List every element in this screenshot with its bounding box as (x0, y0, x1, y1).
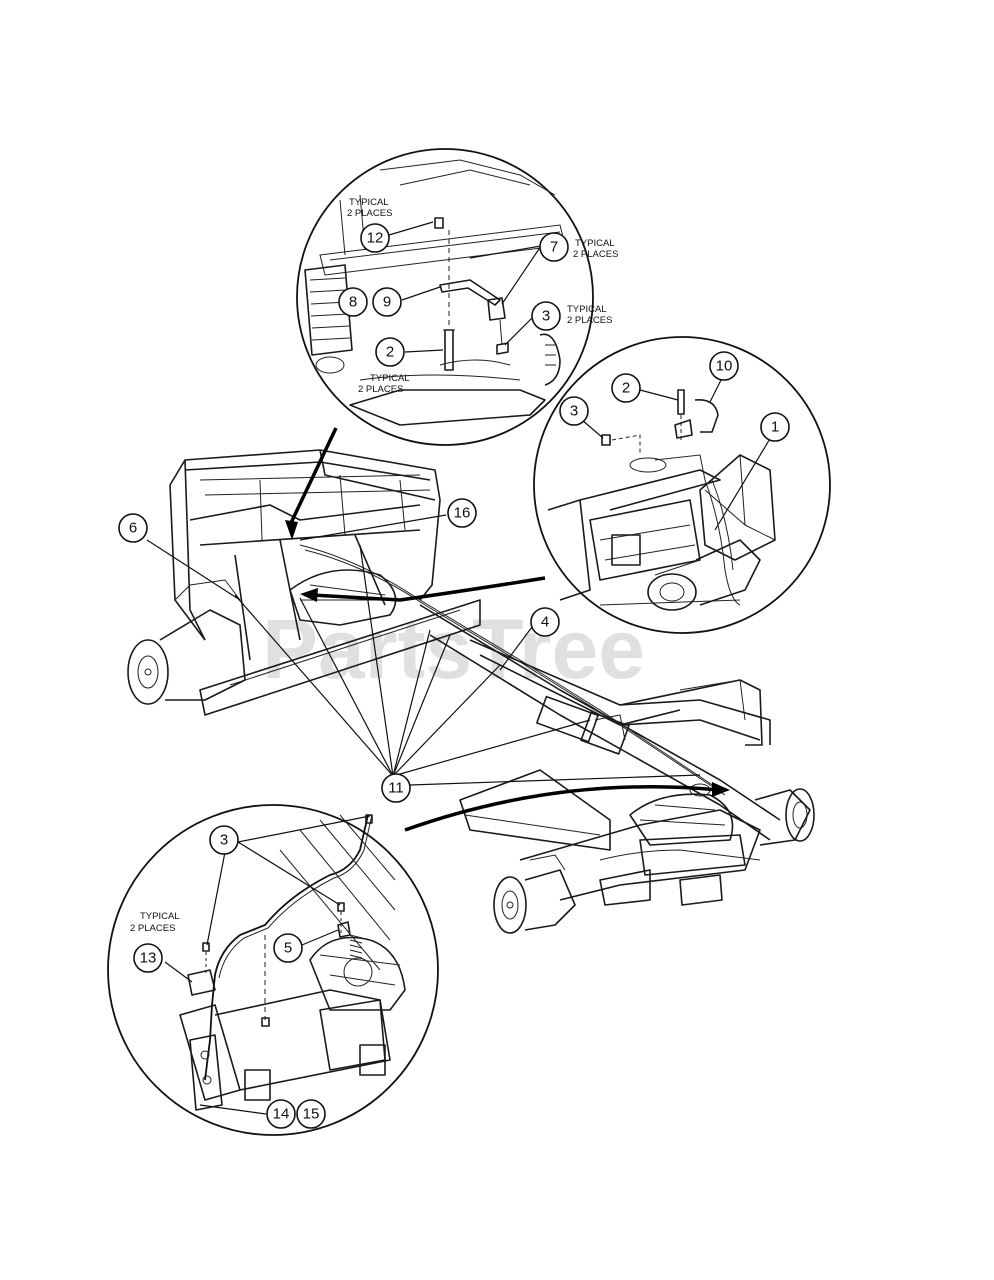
callout-3-bottom: 3 (209, 825, 239, 855)
callout-6: 6 (118, 513, 148, 543)
svg-text:11: 11 (388, 780, 404, 797)
callout-3-top: 3 (531, 301, 561, 331)
callout-13: 13 (133, 943, 163, 973)
svg-text:3: 3 (542, 308, 550, 325)
callout-5: 5 (273, 933, 303, 963)
detail-view-master-cylinder (533, 336, 831, 634)
callout-12: 12 (360, 223, 390, 253)
svg-text:2: 2 (622, 380, 630, 397)
svg-text:5: 5 (284, 940, 292, 957)
detail-view-rear-brake: TYPICAL 2 PLACES TYPICAL 2 PLACES TYPICA… (296, 148, 618, 446)
svg-text:10: 10 (716, 358, 733, 375)
svg-text:13: 13 (140, 950, 157, 967)
callout-14: 14 (266, 1099, 296, 1129)
note-typical-top-left-2: 2 PLACES (347, 208, 392, 219)
note-typical-7-1: TYPICAL (575, 238, 615, 249)
note-typical-2-2: 2 PLACES (358, 384, 403, 395)
note-typical-top-left-1: TYPICAL (349, 197, 389, 208)
note-typical-7-2: 2 PLACES (573, 249, 618, 260)
svg-text:3: 3 (220, 832, 228, 849)
callout-16: 16 (447, 498, 477, 528)
callout-7: 7 (539, 232, 569, 262)
callout-4: 4 (530, 607, 560, 637)
svg-text:16: 16 (454, 505, 471, 522)
detail-view-front-brake-line: TYPICAL 2 PLACES (107, 804, 439, 1136)
callout-11: 11 (381, 773, 411, 803)
svg-text:7: 7 (550, 239, 558, 256)
callout-3-right: 3 (559, 396, 589, 426)
note-typical-bottom-1: TYPICAL (140, 911, 180, 922)
note-typical-3-1: TYPICAL (567, 304, 607, 315)
note-typical-3-2: 2 PLACES (567, 315, 612, 326)
svg-text:4: 4 (541, 614, 549, 631)
svg-text:2: 2 (386, 344, 394, 361)
note-typical-2-1: TYPICAL (370, 373, 410, 384)
callout-8: 8 (338, 287, 368, 317)
svg-text:8: 8 (349, 294, 357, 311)
connector-lines (146, 427, 730, 832)
callout-1: 1 (760, 412, 790, 442)
svg-text:12: 12 (367, 230, 384, 247)
svg-text:14: 14 (273, 1106, 290, 1123)
svg-text:1: 1 (771, 419, 779, 436)
svg-text:9: 9 (383, 294, 391, 311)
note-typical-bottom-2: 2 PLACES (130, 923, 175, 934)
callout-2-right: 2 (611, 373, 641, 403)
svg-text:3: 3 (570, 403, 578, 420)
svg-text:15: 15 (303, 1106, 320, 1123)
callout-15: 15 (296, 1099, 326, 1129)
callout-9: 9 (372, 287, 402, 317)
callout-2-top: 2 (375, 337, 405, 367)
main-chassis-drawing (127, 449, 815, 934)
callout-10: 10 (709, 351, 739, 381)
svg-text:6: 6 (129, 520, 137, 537)
